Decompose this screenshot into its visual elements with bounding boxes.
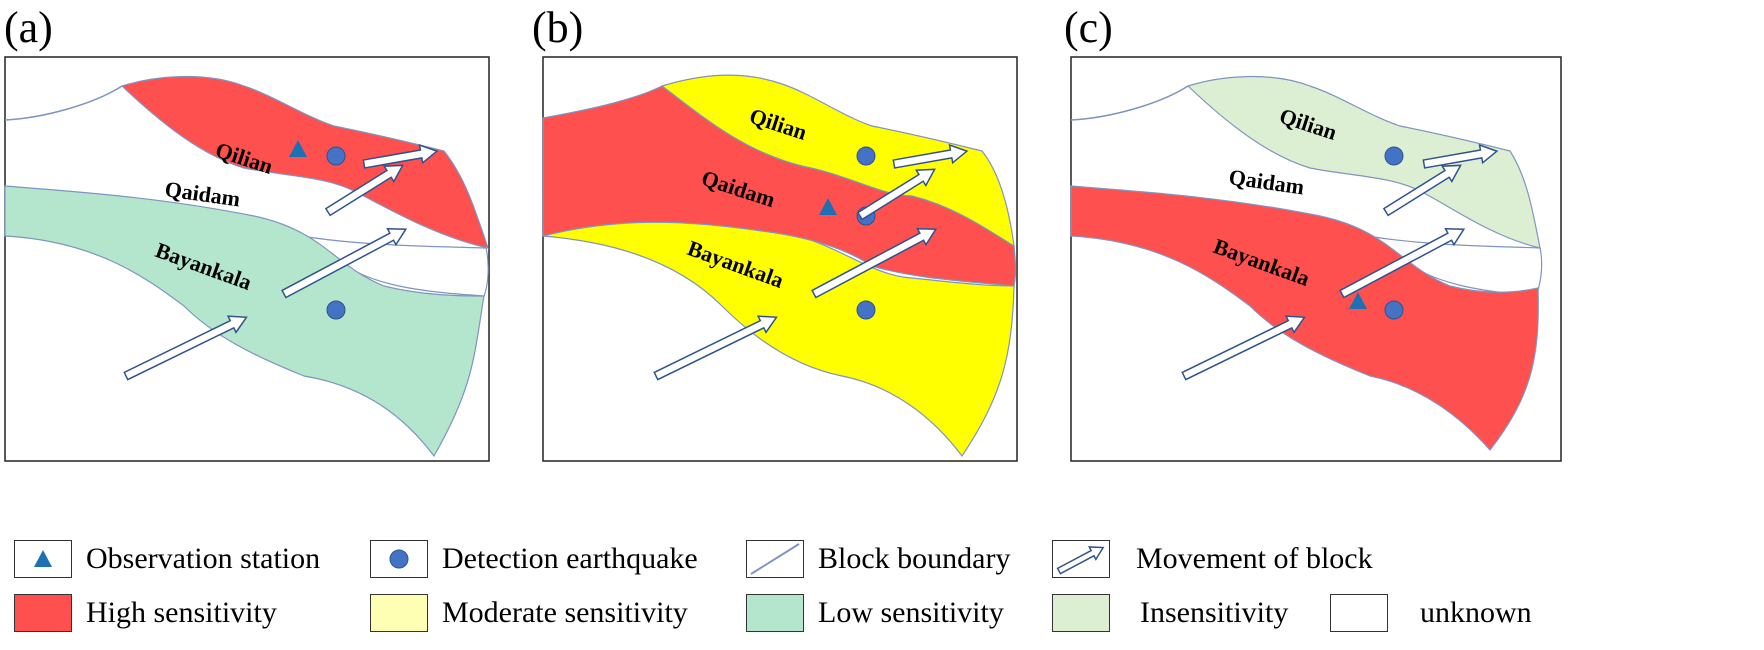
movement-arrow	[1339, 227, 1466, 299]
top-boundary-line	[1070, 85, 1189, 121]
map-panel-b-svg: Qilian Qaidam Bayankala	[542, 56, 1018, 462]
legend-high-sensitivity: High sensitivity	[86, 596, 277, 629]
legend-moderate-sensitivity: Moderate sensitivity	[442, 596, 688, 629]
earthquake-marker	[326, 146, 346, 166]
legend-movement-of-block: Movement of block	[1136, 542, 1373, 575]
observation-station-marker	[1349, 292, 1367, 309]
movement-arrow	[892, 143, 969, 169]
map-panel-c-svg: Qilian Qaidam Bayankala	[1070, 56, 1562, 462]
line-icon	[750, 543, 800, 575]
earthquake-marker	[326, 300, 346, 320]
legend-insensitivity-swatch	[1052, 594, 1110, 632]
movement-arrow	[123, 315, 248, 381]
earthquake-marker	[856, 300, 876, 320]
panel-label-b: (b)	[532, 3, 584, 52]
movement-arrow	[1181, 315, 1306, 381]
legend-row-1: Observation station Detection earthquake…	[0, 540, 1764, 590]
legend-detection-earthquake-swatch	[370, 540, 428, 578]
legend-insensitivity: Insensitivity	[1140, 596, 1289, 629]
legend-block-boundary-swatch	[746, 540, 804, 578]
map-panel-a-svg: Qilian Qaidam Bayankala	[4, 56, 490, 462]
movement-arrow	[1382, 164, 1462, 217]
legend-high-swatch	[14, 594, 72, 632]
earthquake-marker	[856, 146, 876, 166]
triangle-icon	[34, 550, 52, 567]
observation-station-marker	[289, 140, 307, 157]
arrow-icon	[1056, 546, 1105, 575]
legend-block-boundary: Block boundary	[818, 542, 1011, 575]
legend-unknown-swatch	[1330, 594, 1388, 632]
movement-arrow	[1422, 143, 1499, 169]
movement-arrow	[324, 164, 404, 217]
movement-arrow	[856, 168, 936, 221]
top-boundary-line	[4, 85, 123, 121]
region-qilian	[1186, 75, 1541, 249]
movement-arrow	[811, 227, 938, 299]
legend-movement-swatch	[1052, 540, 1110, 578]
legend-moderate-swatch	[370, 594, 428, 632]
region-qilian	[660, 74, 1015, 248]
legend-observation-station: Observation station	[86, 542, 321, 575]
earthquake-marker	[1384, 300, 1404, 320]
legend-row-2: High sensitivity Moderate sensitivity Lo…	[0, 594, 1764, 644]
circle-icon	[389, 549, 409, 569]
legend-observation-station-swatch	[14, 540, 72, 578]
movement-arrow	[362, 143, 439, 169]
legend-low-sensitivity: Low sensitivity	[818, 596, 1004, 629]
legend-low-swatch	[746, 594, 804, 632]
observation-station-marker	[819, 198, 837, 215]
region-qilian	[120, 75, 489, 249]
legend-detection-earthquake: Detection earthquake	[442, 542, 698, 575]
panel-label-c: (c)	[1064, 3, 1113, 52]
movement-arrow	[653, 315, 778, 381]
earthquake-marker	[1384, 146, 1404, 166]
movement-arrow	[281, 227, 408, 299]
legend-unknown: unknown	[1420, 596, 1532, 629]
panel-label-a: (a)	[4, 3, 53, 52]
